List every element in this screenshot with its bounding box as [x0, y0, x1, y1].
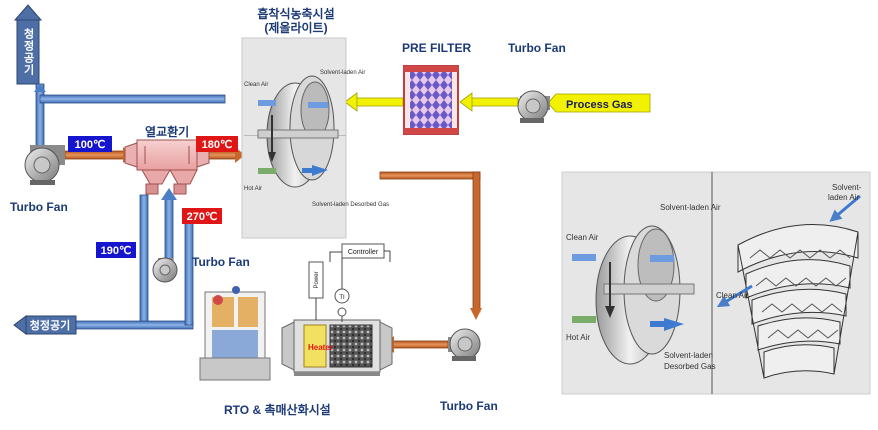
temp-180-label: 180℃ — [202, 139, 233, 151]
turbo-fan-mid — [152, 257, 178, 283]
turbo-fan-top-right-label: Turbo Fan — [508, 41, 566, 55]
large-clean-air-right-label: Clean Air — [716, 291, 749, 300]
concentrator-wheel: Clean Air Solvent-laden Air Hot Air Solv… — [241, 37, 389, 239]
temp-100: 100℃ — [68, 136, 112, 152]
heat-exchanger — [124, 139, 210, 195]
large-desorbed-label-1: Solvent-laden — [664, 351, 713, 360]
power-label: Power — [314, 271, 320, 288]
clean-air-exhaust-top: 청정공기 — [13, 4, 43, 85]
pre-filter — [403, 65, 459, 135]
temp-100-label: 100℃ — [75, 139, 106, 151]
heater-label: Heater — [308, 343, 333, 352]
temp-190-label: 190℃ — [101, 245, 132, 257]
small-clean-air-label: Clean Air — [244, 82, 268, 88]
wheel-detail-image: Clean Air Solvent-laden Air Hot Air Solv… — [561, 171, 871, 395]
clean-air-top-label: 청정공기 — [22, 27, 34, 76]
turbo-fan-left-label: Turbo Fan — [10, 200, 68, 214]
rto-caption: RTO & 촉매산화시설 — [224, 402, 331, 417]
turbo-fan-bottom — [448, 328, 481, 361]
controller-label: Controller — [348, 249, 379, 256]
pre-filter-label: PRE FILTER — [402, 41, 471, 55]
blue-pipes-left — [34, 83, 226, 331]
honeycomb-wedge — [737, 224, 859, 379]
turbo-fan-mid-label: Turbo Fan — [192, 255, 250, 269]
rto-tower — [199, 286, 271, 381]
large-solvent-right-label-1: Solvent- — [832, 183, 862, 192]
large-solvent-air-label: Solvent-laden Air — [660, 203, 721, 212]
heat-exchanger-label: 열교환기 — [145, 124, 189, 139]
process-gas-label: Process Gas — [566, 99, 633, 111]
small-desorbed-label: Solvent-laden Desorbed Gas — [312, 202, 389, 208]
turbo-fan-bottom-label: Turbo Fan — [440, 399, 498, 413]
temp-270: 270℃ — [182, 208, 222, 224]
concentrator-title: 흡착식농축시설 — [257, 6, 334, 21]
orange-pipes — [64, 147, 482, 353]
temp-180: 180℃ — [196, 136, 238, 152]
yellow-pipes — [344, 92, 651, 113]
large-solvent-right-label-2: laden Air — [828, 193, 859, 202]
turbo-fan-top-right — [517, 90, 550, 123]
clean-air-exhaust-bottom: 청정공기 — [13, 315, 77, 335]
turbo-fan-left — [24, 145, 65, 185]
ti-label: TI — [339, 295, 345, 301]
catalytic-reactor: Heater — [281, 319, 393, 376]
large-desorbed-label-2: Desorbed Gas — [664, 362, 716, 371]
large-clean-air-label: Clean Air — [566, 233, 599, 242]
concentrator-subtitle: (제올라이트) — [264, 20, 327, 35]
controller-box: Controller Power TI — [308, 243, 391, 322]
clean-air-bottom-label: 청정공기 — [30, 318, 70, 332]
small-hot-air-label: Hot Air — [244, 186, 262, 192]
small-solvent-air-label: Solvent-laden Air — [320, 70, 365, 76]
large-hot-air-label: Hot Air — [566, 333, 590, 342]
temp-270-label: 270℃ — [187, 211, 218, 223]
temp-190: 190℃ — [96, 242, 136, 258]
